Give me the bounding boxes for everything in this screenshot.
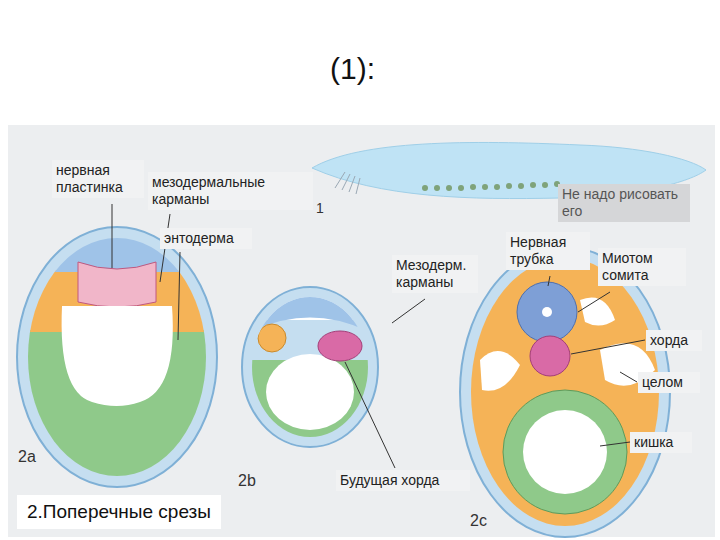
callout-number: 2a — [18, 448, 36, 466]
label-box: Миотом сомита — [598, 248, 686, 286]
caption: 2.Поперечные срезы — [17, 495, 221, 529]
label-box: Мезодерм. карманы — [392, 255, 478, 293]
label-box: Будущая хорда — [336, 470, 470, 491]
label-text: кишка — [634, 434, 688, 451]
label-text: Нервная трубка — [510, 234, 586, 268]
label-text: энтодерма — [164, 230, 248, 247]
label-box: энтодерма — [160, 228, 252, 249]
label-box: Не надо рисовать его — [558, 184, 690, 222]
label-box: целом — [638, 372, 700, 393]
callout-number: 2c — [470, 512, 487, 530]
label-box: кишка — [630, 432, 692, 453]
section-2c — [460, 247, 670, 540]
label-text: хорда — [650, 332, 698, 349]
callout-number: 1 — [316, 200, 324, 216]
label-text: Не надо рисовать его — [562, 186, 686, 220]
label-box: Нервная трубка — [506, 232, 590, 270]
label-box: нервная пластинка — [52, 160, 144, 198]
label-text: мезодермальные карманы — [152, 174, 309, 208]
callout-number: 2b — [238, 472, 256, 490]
section-2b — [240, 287, 396, 450]
label-box: мезодермальные карманы — [148, 172, 313, 210]
label-box: хорда — [646, 330, 702, 351]
slide-title: (1): — [330, 52, 375, 86]
label-text: Мезодерм. карманы — [396, 257, 474, 291]
label-text: нервная пластинка — [56, 162, 140, 196]
label-text: Миотом сомита — [602, 250, 682, 284]
label-text: Будущая хорда — [340, 472, 466, 489]
section-2a — [17, 220, 220, 500]
label-text: целом — [642, 374, 696, 391]
leader-lines — [112, 204, 645, 468]
